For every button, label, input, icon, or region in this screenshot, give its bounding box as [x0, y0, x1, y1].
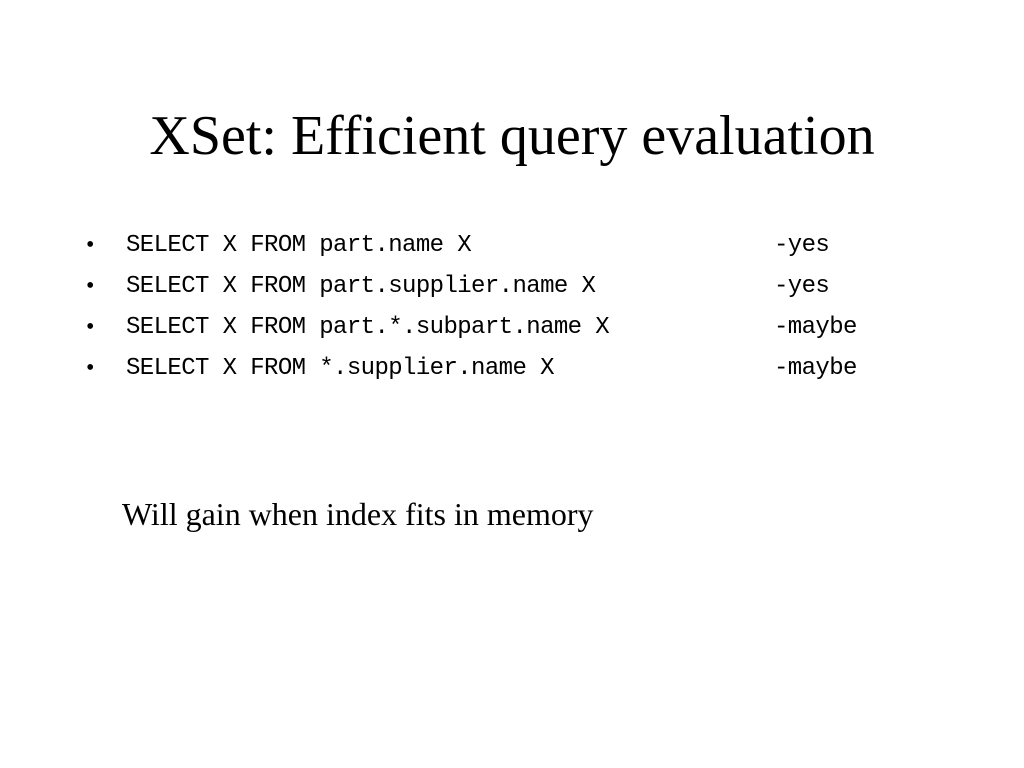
query-text: SELECT X FROM part.name X [126, 232, 472, 259]
bullet-icon: • [86, 314, 95, 340]
query-result: -yes [774, 273, 830, 300]
query-text: SELECT X FROM part.*.subpart.name X [126, 314, 610, 341]
query-result: -maybe [774, 355, 857, 382]
query-result: -maybe [774, 314, 857, 341]
query-text: SELECT X FROM part.supplier.name X [126, 273, 596, 300]
memory-note: Will gain when index fits in memory [122, 496, 594, 532]
bullet-icon: • [86, 273, 95, 299]
slide-title: XSet: Efficient query evaluation [149, 105, 875, 167]
bullet-icon: • [86, 232, 95, 258]
query-result: -yes [774, 232, 830, 259]
query-text: SELECT X FROM *.supplier.name X [126, 355, 554, 382]
bullet-icon: • [86, 355, 95, 381]
